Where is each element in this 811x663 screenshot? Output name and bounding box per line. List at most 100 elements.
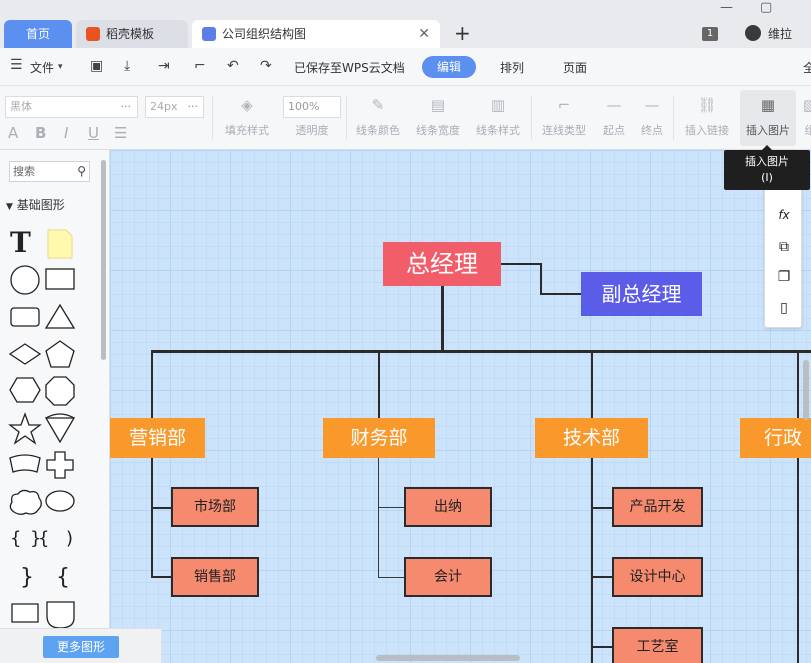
minimize-icon[interactable]: — [720,0,733,15]
card-shape[interactable] [9,454,41,473]
delay-shape[interactable] [46,601,75,629]
node-general-manager[interactable]: 总经理 [383,242,501,286]
node-sub-department[interactable]: 市场部 [171,487,259,527]
format-painter-icon[interactable]: ⌐ [194,58,206,74]
node-department[interactable]: 营销部 [110,418,205,458]
node-deputy-manager[interactable]: 副总经理 [581,272,702,316]
cloud-shape[interactable] [9,489,42,515]
fill-bucket-icon: ◈ [241,96,253,114]
connector-child [151,458,153,578]
redo-icon[interactable]: ↷ [260,58,272,74]
node-sub-department[interactable]: 设计中心 [612,557,703,597]
diagram-canvas[interactable]: 总经理 副总经理 营销部 财务部 技术部 行政 市场部 销售部 出纳 会计 产品… [110,150,811,663]
braces-shape[interactable]: { } { ) [10,528,73,549]
node-sub-department[interactable]: 工艺室 [612,627,703,663]
line-width-button[interactable]: ▤ 线条宽度 [410,94,466,138]
bold-icon[interactable]: B [35,124,47,142]
node-sub-department[interactable]: 会计 [404,557,492,597]
search-icon[interactable]: ⚲ [77,164,86,178]
connector-child [378,577,404,578]
connector-child [151,507,171,509]
close-tab-icon[interactable]: ✕ [418,26,430,42]
end-point-label: 终点 [641,124,663,137]
node-department[interactable]: 技术部 [535,418,648,458]
inverted-triangle-shape[interactable] [44,413,76,444]
insert-link-button[interactable]: ⛓ 插入链接 [679,94,735,138]
copy-page-icon[interactable]: ❐ [777,269,791,285]
note-shape[interactable] [47,229,73,259]
arrange-tab[interactable]: 排列 [500,61,525,75]
undo-icon[interactable]: ↶ [227,58,239,74]
page-tab[interactable]: 页面 [563,61,588,75]
shape-search-input[interactable]: 搜索 ⚲ [9,161,90,182]
line-style-button[interactable]: ▥ 线条样式 [470,94,526,138]
chevron-down-icon[interactable]: ▾ [58,62,63,72]
horizontal-scrollbar[interactable] [376,655,520,661]
more-shapes-button[interactable]: 更多图形 [43,636,119,658]
octagon-shape[interactable] [45,376,75,406]
tab-templates[interactable]: 稻壳模板 [76,20,188,48]
font-size-value: 24px [150,100,178,113]
opacity-input[interactable]: 100% [283,96,341,118]
font-size-select[interactable]: 24px ··· [145,96,204,118]
connector-child [591,646,612,648]
font-family-select[interactable]: 黑体 ··· [5,96,138,118]
italic-icon[interactable]: I [64,124,69,142]
rectangle-shape[interactable] [45,268,75,290]
pentagon-shape[interactable] [45,340,75,368]
crop-icon[interactable]: ⧉ [779,239,789,255]
brace-shapes[interactable]: } { [20,565,70,590]
triangle-shape[interactable] [44,303,76,329]
format-toolbar: 黑体 ··· 24px ··· A B I U ☰ ◈ 填充样式 100% · … [0,86,811,150]
circle-shape[interactable] [10,265,40,295]
edit-tab[interactable]: 编辑 [422,56,476,78]
vertical-scrollbar[interactable] [803,360,809,420]
shape-panel-scrollbar[interactable] [101,160,106,360]
avatar[interactable] [745,25,761,41]
new-tab-icon[interactable]: + [454,21,471,45]
align-icon[interactable]: ☰ [114,124,128,142]
speech-bubble-shape[interactable] [45,490,75,512]
tab-home[interactable]: 首页 [4,20,72,48]
start-point-button[interactable]: — 起点 [597,94,631,138]
basic-shapes-section[interactable]: ▼ 基础图形 [6,196,65,213]
node-sub-department[interactable]: 产品开发 [612,487,703,527]
node-department[interactable]: 行政 [740,418,811,458]
connector-child [378,458,379,578]
tab-document[interactable]: 公司组织结构图 ✕ [192,20,440,48]
blank-page-icon[interactable]: ▯ [780,300,788,316]
rounded-rect-shape[interactable] [10,307,40,327]
search-placeholder: 搜索 [13,165,35,178]
underline-icon[interactable]: U [88,124,99,142]
node-department[interactable]: 财务部 [323,418,435,458]
cut-off-toolbar-label: 组 [804,124,811,137]
diamond-shape[interactable] [8,343,42,365]
file-menu[interactable]: 文件 [30,61,55,75]
formula-icon[interactable]: fx [778,208,790,222]
connector-type-button[interactable]: ⌐ 连线类型 [536,94,592,138]
line-color-button[interactable]: ✎ 线条颜色 [350,94,406,138]
end-point-button[interactable]: — 终点 [635,94,669,138]
cross-shape[interactable] [46,451,74,479]
connector-gm-deputy [540,293,581,295]
hamburger-menu-icon[interactable]: ☰ [10,57,23,73]
download-icon[interactable]: ⤓ [124,58,131,74]
cut-off-toolbar-button[interactable]: ▧ 组 [800,94,811,138]
window-count-badge[interactable]: 1 [702,27,718,41]
export-icon[interactable]: ⇥ [158,58,170,74]
toolbar-divider [531,96,532,140]
connector-gm-trunk [441,286,444,352]
cut-off-menu-label[interactable]: 全 [803,61,811,75]
maximize-icon[interactable]: ▢ [760,0,773,15]
node-sub-department[interactable]: 出纳 [404,487,492,527]
text-shape[interactable]: T [10,226,31,259]
star-shape[interactable] [8,412,42,445]
node-sub-department[interactable]: 销售部 [171,557,259,597]
hexagon-shape[interactable] [9,377,41,403]
fill-style-button[interactable]: ◈ 填充样式 [220,94,274,138]
document-shape[interactable] [11,603,39,623]
insert-image-button[interactable]: ▦ 插入图片 [740,94,796,138]
font-color-icon[interactable]: A [8,124,19,142]
save-icon[interactable]: ▣ [90,58,104,74]
username[interactable]: 维拉 [768,27,793,41]
